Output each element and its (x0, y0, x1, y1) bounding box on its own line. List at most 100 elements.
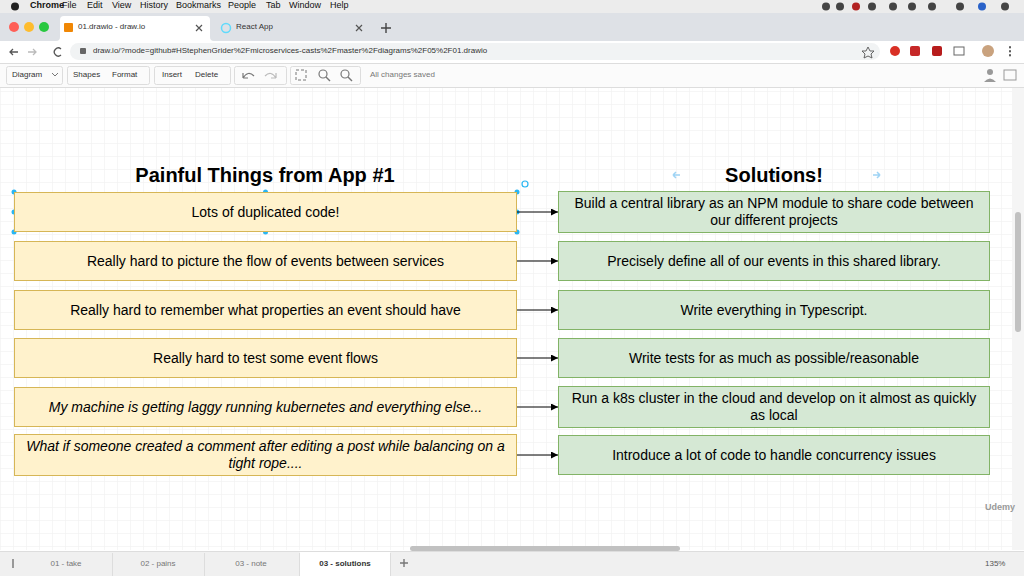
toolbar-label: Diagram (12, 70, 42, 80)
status-icon (1001, 3, 1009, 11)
menu-item: Help (330, 0, 349, 11)
fit-icon (296, 70, 306, 80)
page-tab: 03 - solutions (319, 559, 371, 569)
zoom-light (39, 22, 49, 32)
scroll-thumb (410, 546, 680, 551)
toolbar-label: Delete (195, 70, 218, 80)
solution-box: Build a central library as an NPM module… (558, 191, 990, 233)
pain-box: Really hard to test some event flows (14, 338, 517, 378)
box-text: Write tests for as much as possible/reas… (629, 350, 919, 367)
back-icon (10, 49, 18, 55)
solution-box: Write everything in Typescript. (558, 290, 990, 330)
status-icon (928, 3, 936, 11)
toolbar-border (0, 63, 1024, 64)
box-text: Really hard to remember what properties … (70, 302, 461, 319)
box-text: Write everything in Typescript. (680, 302, 867, 319)
rotate-handle (522, 181, 528, 187)
column-heading: Painful Things from App #1 (135, 163, 394, 187)
box-text: Run a k8s cluster in the cloud and devel… (567, 390, 981, 424)
box-text: Precisely define all of our events in th… (607, 253, 941, 270)
redo-icon (265, 73, 276, 78)
solution-box: Precisely define all of our events in th… (558, 241, 990, 281)
selection-handles (522, 171, 880, 187)
status-icon (889, 3, 897, 11)
pain-box: My machine is getting laggy running kube… (14, 387, 517, 427)
menu-bar (0, 0, 1024, 13)
column-heading: Solutions! (725, 163, 823, 187)
box-text: Really hard to picture the flow of event… (87, 253, 444, 270)
pain-box: Really hard to picture the flow of event… (14, 241, 517, 281)
user-icon (987, 69, 993, 75)
extension-icon (910, 46, 920, 56)
bookmark-star (862, 47, 874, 58)
close-light (9, 22, 19, 32)
page-tab-divider (113, 553, 391, 576)
tab-strip (0, 13, 1024, 41)
menu-item: Window (289, 0, 321, 11)
pain-box: Really hard to remember what properties … (14, 290, 517, 330)
menu-item: File (62, 0, 77, 11)
zoom-out-icon (348, 77, 352, 81)
arrow-connector (517, 358, 558, 359)
toolbar-label: Shapes (73, 70, 100, 80)
menu-item: View (112, 0, 131, 11)
drawio-toolbar (0, 63, 1024, 88)
page-tab-border (0, 551, 1024, 552)
hover-arrow (873, 172, 880, 178)
toolbar-border (0, 87, 1024, 88)
menu-item: History (140, 0, 168, 11)
box-text: Really hard to test some event flows (153, 350, 378, 367)
profile-avatar (982, 45, 994, 57)
canvas-grid (0, 88, 1012, 550)
arrow-connector (517, 455, 558, 456)
forward-icon (28, 49, 36, 55)
address-bar (0, 41, 1024, 63)
pain-box: What if someone created a comment after … (14, 434, 517, 476)
save-status: All changes saved (370, 70, 435, 80)
box-text: What if someone created a comment after … (23, 438, 508, 472)
zoom-in-icon (319, 70, 327, 78)
add-page-icon (400, 559, 408, 567)
zoom-in-icon (326, 77, 330, 81)
arrow-connector (517, 212, 558, 213)
scroll-thumb (1015, 212, 1021, 332)
toolbar-button (291, 67, 361, 85)
page-tab: 01 - take (50, 559, 81, 569)
solution-box: Write tests for as much as possible/reas… (558, 338, 990, 378)
toolbar-button (68, 67, 150, 85)
extension-icon (932, 46, 942, 56)
status-icon (822, 3, 830, 11)
arrow-connector (517, 407, 558, 408)
menu-item: Edit (87, 0, 103, 11)
watermark: Udemy (985, 502, 1015, 513)
status-icon (978, 3, 986, 11)
user-icon (984, 79, 996, 83)
toolbar-label: Format (112, 70, 137, 80)
zoom-out-icon (341, 70, 349, 78)
status-icon (956, 3, 964, 11)
arrow-connector (517, 310, 558, 311)
omnibox (70, 43, 880, 60)
page-tab: 02 - pains (140, 559, 175, 569)
extension-icon (890, 46, 900, 56)
extension-icon (954, 47, 964, 55)
menu-item: Bookmarks (176, 0, 221, 11)
close-tab-icon (356, 25, 362, 31)
active-page-tab (300, 552, 390, 576)
tab-title: React App (236, 22, 273, 32)
lock-icon (80, 48, 86, 54)
undo-icon (243, 73, 254, 78)
close-tab-icon (196, 25, 202, 31)
solution-box: Introduce a lot of code to handle concur… (558, 435, 990, 475)
menu-icon (1009, 47, 1011, 56)
status-icon (852, 3, 860, 11)
toolbar-button (7, 67, 63, 85)
status-icon (908, 3, 916, 11)
page-tab-bar (0, 551, 1024, 576)
tab-title: 01.drawio - draw.io (78, 22, 145, 32)
toolbar-button (235, 67, 287, 85)
box-text: Build a central library as an NPM module… (567, 195, 981, 229)
arrow-connector (517, 261, 558, 262)
